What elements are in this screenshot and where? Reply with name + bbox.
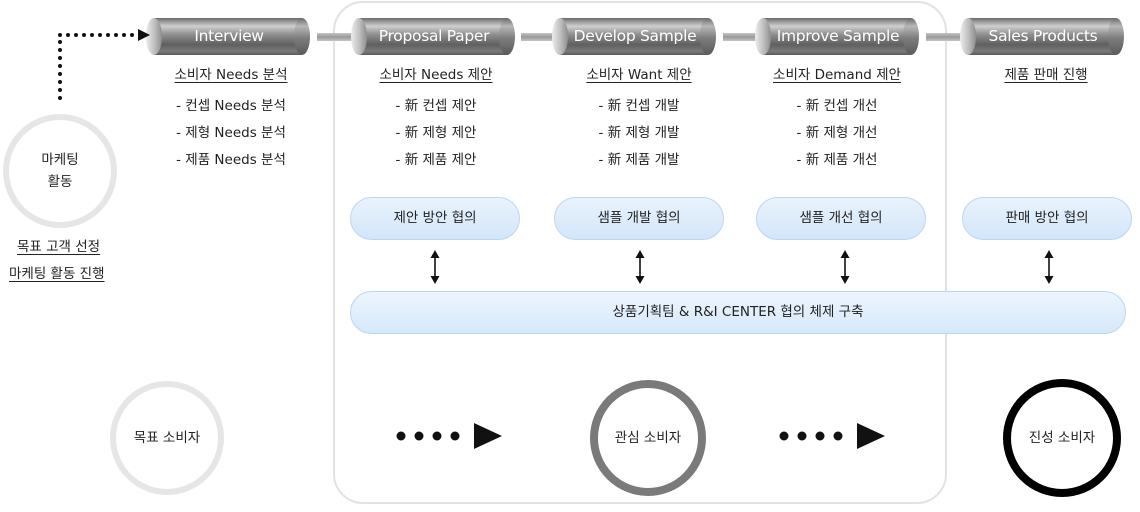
column-title: 소비자 Needs 제안 [379, 67, 493, 83]
stage-connector [317, 33, 357, 41]
consult-develop-pill: 샘플 개발 협의 [554, 197, 724, 240]
column-item: - 新 제품 제안 [395, 152, 477, 168]
column-items: - 新 컨셉 제안 - 新 제형 제안 - 新 제품 제안 [341, 93, 531, 174]
stage-label: Sales Products [988, 27, 1098, 45]
stage-improve-sample: Improve Sample [755, 18, 919, 55]
column-item: - 新 제품 개선 [796, 152, 878, 168]
column-item: - 新 제품 개발 [598, 152, 680, 168]
stage-label: Proposal Paper [378, 27, 490, 45]
column-item: - 新 컨셉 개발 [598, 98, 680, 114]
stage-label: Interview [194, 27, 264, 45]
stage-connector [723, 33, 763, 41]
double-arrow-icon [1044, 250, 1054, 284]
stage-proposal-paper: Proposal Paper [351, 18, 515, 55]
column-item: - 제품 Needs 분석 [176, 152, 286, 168]
stage-label: Develop Sample [573, 27, 697, 45]
column-improve: 소비자 Demand 제안 - 新 컨셉 개선 - 新 제형 개선 - 新 제품… [742, 66, 932, 174]
column-proposal: 소비자 Needs 제안 - 新 컨셉 제안 - 新 제형 제안 - 新 제품 … [341, 66, 531, 174]
stage-label: Improve Sample [776, 27, 900, 45]
marketing-dotted-arrow [58, 29, 150, 100]
column-sales: 제품 판매 진행 [951, 66, 1140, 85]
target-consumer-circle: 목표 소비자 [110, 381, 224, 495]
consult-sales-pill: 판매 방안 협의 [962, 197, 1132, 240]
column-interview: 소비자 Needs 분석 - 컨셉 Needs 분석 - 제형 Needs 분석… [136, 66, 326, 174]
marketing-note-line1: 목표 고객 선정 [17, 239, 101, 255]
column-items: - 新 컨셉 개선 - 新 제형 개선 - 新 제품 개선 [742, 93, 932, 174]
consult-proposal-pill: 제안 방안 협의 [350, 197, 520, 240]
column-items: - 新 컨셉 개발 - 新 제형 개발 - 新 제품 개발 [544, 93, 734, 174]
column-develop: 소비자 Want 제안 - 新 컨셉 개발 - 新 제형 개발 - 新 제품 개… [544, 66, 734, 174]
column-item: - 제형 Needs 분석 [176, 125, 286, 141]
column-title: 소비자 Needs 분석 [174, 67, 288, 83]
column-items: - 컨셉 Needs 분석 - 제형 Needs 분석 - 제품 Needs 분… [136, 93, 326, 174]
stage-connector [521, 33, 559, 41]
column-item: - 新 제형 제안 [395, 125, 477, 141]
stage-connector [926, 33, 966, 41]
interested-consumer-circle: 관심 소비자 [590, 380, 706, 496]
column-title: 소비자 Demand 제안 [773, 67, 901, 83]
column-item: - 新 컨셉 제안 [395, 98, 477, 114]
stage-interview: Interview [146, 18, 310, 55]
column-item: - 新 제형 개발 [598, 125, 680, 141]
marketing-circle-line2: 활동 [47, 174, 73, 190]
stage-sales-products: Sales Products [960, 18, 1124, 55]
interested-consumer-label: 관심 소비자 [614, 430, 682, 446]
marketing-circle: 마케팅 활동 [3, 114, 117, 228]
marketing-note-line2: 마케팅 활동 진행 [9, 266, 105, 282]
column-item: - 컨셉 Needs 분석 [176, 98, 286, 114]
column-item: - 新 컨셉 개선 [796, 98, 878, 114]
double-arrow-icon [635, 250, 645, 284]
loyal-consumer-circle: 진성 소비자 [1003, 379, 1121, 497]
progress-arrow-icon [779, 423, 885, 449]
double-arrow-icon [430, 250, 440, 284]
column-title: 제품 판매 진행 [1004, 67, 1088, 83]
column-item: - 新 제형 개선 [796, 125, 878, 141]
stage-develop-sample: Develop Sample [552, 18, 716, 55]
loyal-consumer-label: 진성 소비자 [1028, 430, 1096, 446]
process-frame [333, 1, 947, 504]
double-arrow-icon [840, 250, 850, 284]
marketing-circle-line1: 마케팅 [41, 152, 79, 168]
target-consumer-label: 목표 소비자 [133, 430, 201, 446]
consult-improve-pill: 샘플 개선 협의 [756, 197, 926, 240]
progress-arrow-icon [396, 423, 502, 449]
collaboration-bar: 상품기획팀 & R&I CENTER 협의 체제 구축 [350, 291, 1126, 334]
column-title: 소비자 Want 제안 [586, 67, 692, 83]
